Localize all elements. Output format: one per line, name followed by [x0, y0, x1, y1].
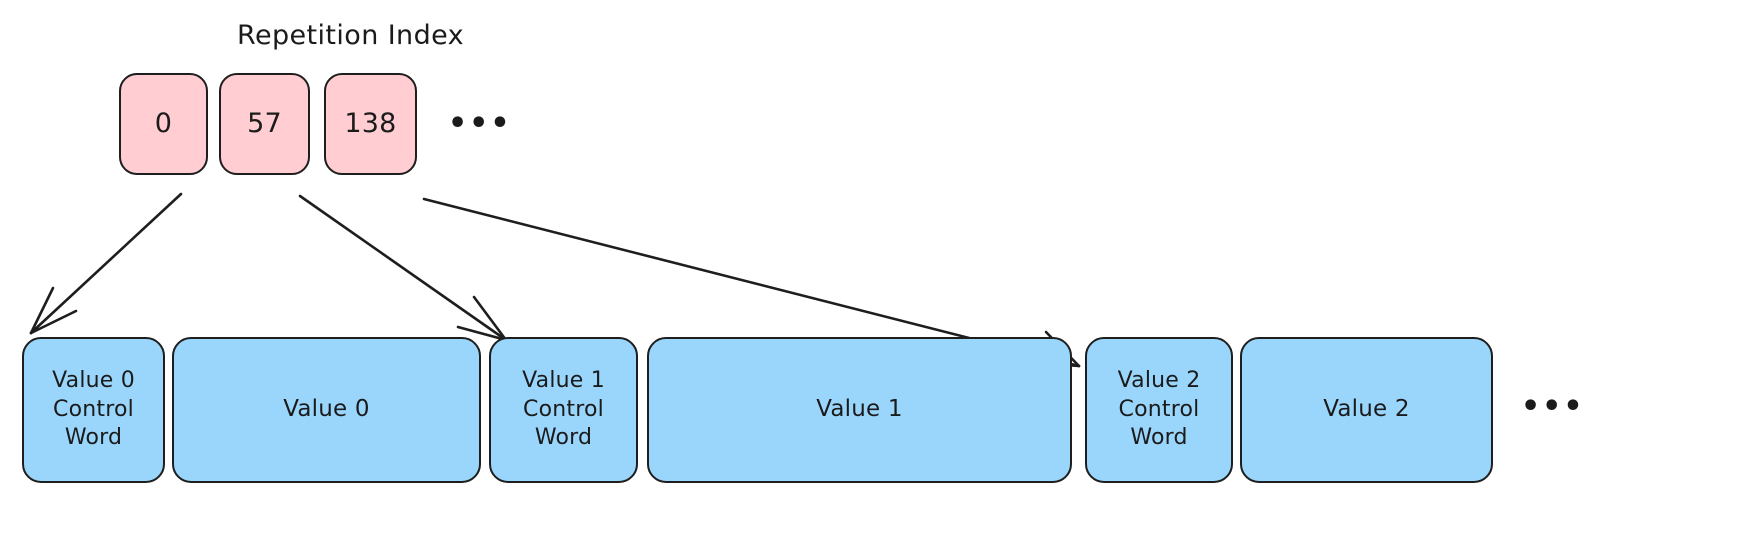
block-value1[interactable]: Value 1	[647, 337, 1072, 483]
diagram-title: Repetition Index	[237, 20, 465, 51]
block-line-1: Value 1	[522, 368, 605, 394]
block-value0-label: Value 0	[283, 396, 370, 423]
block-value1-label: Value 1	[816, 396, 903, 423]
block-value2-control-word-label: Value 2 Control Word	[1118, 367, 1201, 453]
index-more-ellipsis: •••	[448, 106, 512, 141]
edge-0-to-value0-control-word	[29, 192, 183, 335]
block-line-1: Value 0	[52, 368, 135, 394]
index-cell-1[interactable]: 57	[219, 73, 310, 175]
block-value0[interactable]: Value 0	[172, 337, 481, 483]
buffer-more-ellipsis: •••	[1521, 389, 1585, 424]
block-value0-control-word-label: Value 0 Control Word	[52, 367, 135, 453]
index-cell-0[interactable]: 0	[119, 73, 208, 175]
block-line-3: Word	[1130, 425, 1188, 451]
block-value2-control-word[interactable]: Value 2 Control Word	[1085, 337, 1233, 483]
index-cell-2[interactable]: 138	[324, 73, 417, 175]
index-cell-2-label: 138	[344, 108, 397, 140]
index-cell-0-label: 0	[154, 108, 173, 140]
block-line-2: Control	[53, 396, 134, 422]
block-value2[interactable]: Value 2	[1240, 337, 1493, 483]
block-value1-control-word-label: Value 1 Control Word	[522, 367, 605, 453]
block-value1-control-word[interactable]: Value 1 Control Word	[489, 337, 638, 483]
index-cell-1-label: 57	[247, 108, 282, 140]
block-line-1: Value 2	[1117, 368, 1201, 394]
block-line-3: Word	[534, 425, 593, 451]
edge-57-to-value1-control-word	[298, 194, 508, 342]
block-line-3: Word	[64, 425, 123, 451]
block-value0-control-word[interactable]: Value 0 Control Word	[22, 337, 165, 483]
block-value2-label: Value 2	[1323, 396, 1410, 423]
block-line-2: Control	[1118, 396, 1200, 422]
block-line-2: Control	[523, 396, 604, 422]
